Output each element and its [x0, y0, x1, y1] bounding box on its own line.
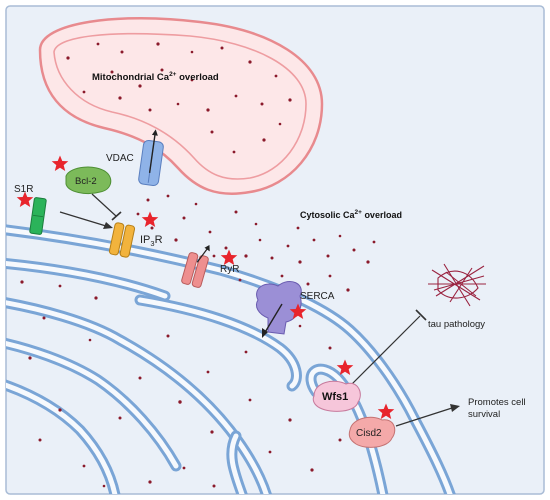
- s1r-receptor: [29, 197, 47, 235]
- ryr-channel: [181, 245, 210, 288]
- s1r-label: S1R: [14, 184, 33, 195]
- activation-arrow-icon: [395, 404, 460, 427]
- inhibition-arrow-icon: [351, 309, 427, 385]
- activation-arrow-icon: [59, 211, 113, 229]
- er-membrane: [6, 222, 458, 494]
- mitochondrion: Mitochondrial Ca2+ overload: [38, 17, 324, 195]
- cisd2-label: Cisd2: [356, 428, 382, 439]
- wfs1-protein: Wfs1: [312, 380, 361, 412]
- mitochondrial-cristae: [53, 32, 307, 180]
- vdac-label: VDAC: [106, 153, 134, 164]
- serca-label: SERCA: [300, 291, 335, 302]
- serca-pump: [255, 281, 302, 338]
- cisd2-protein: Cisd2: [348, 416, 396, 448]
- cytosolic-overload-label: Cytosolic Ca2+ overload: [300, 209, 402, 220]
- tau-label: tau pathology: [428, 319, 485, 330]
- er-calcium-ions: [20, 280, 342, 488]
- bcl2-label: Bcl-2: [75, 176, 97, 187]
- cytosolic-calcium-ions: [130, 194, 376, 292]
- ip3r-label: IP3R: [140, 234, 163, 248]
- ryr-label: RyR: [220, 264, 239, 275]
- survival-label: Promotes cell survival: [468, 397, 528, 420]
- wfs1-label: Wfs1: [322, 391, 348, 403]
- inhibition-arrow-icon: [91, 193, 122, 221]
- tau-tangle-icon: [428, 263, 486, 307]
- mitochondrial-calcium-ions: [66, 42, 292, 154]
- vdac-channel: [138, 129, 164, 187]
- bcl2-protein: Bcl-2: [65, 166, 112, 195]
- ip3r-channel: [108, 222, 136, 258]
- mito-overload-label: Mitochondrial Ca2+ overload: [92, 71, 219, 83]
